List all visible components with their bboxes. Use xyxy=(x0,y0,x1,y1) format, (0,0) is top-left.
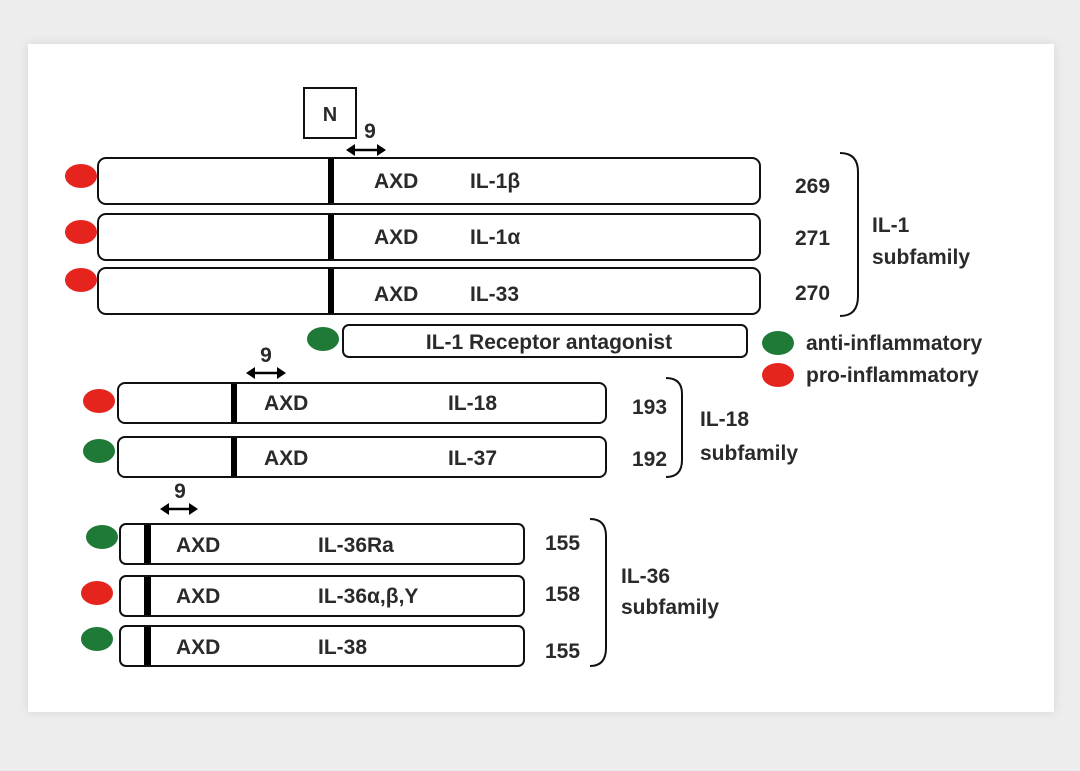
cleavage-marker xyxy=(231,384,237,422)
anti-inflammatory-dot xyxy=(86,525,118,549)
legend: anti-inflammatory pro-inflammatory xyxy=(762,331,983,387)
subfamily-label: IL-1 xyxy=(872,214,910,237)
protein-bar xyxy=(97,267,761,315)
protein-bar xyxy=(117,382,607,424)
protein-row: AXD IL-36Ra 155 xyxy=(86,523,580,565)
axd-label: AXD xyxy=(176,636,220,659)
axd-label: AXD xyxy=(374,226,418,249)
pro-inflammatory-dot xyxy=(83,389,115,413)
axd-label: AXD xyxy=(176,585,220,608)
protein-name: IL-37 xyxy=(448,447,497,470)
protein-name: IL-36Ra xyxy=(318,534,394,557)
legend-anti-label: anti-inflammatory xyxy=(806,332,983,355)
protein-row: AXD IL-37 192 xyxy=(83,436,667,478)
gap-arrow-il36: 9 xyxy=(160,480,198,515)
protein-length: 155 xyxy=(545,640,580,663)
pro-inflammatory-dot xyxy=(65,164,97,188)
protein-name: IL-36α,β,Y xyxy=(318,585,418,608)
pro-inflammatory-dot xyxy=(65,268,97,292)
protein-length: 158 xyxy=(545,583,580,606)
cleavage-marker xyxy=(328,215,334,259)
axd-label: AXD xyxy=(176,534,220,557)
cleavage-marker xyxy=(144,627,151,665)
legend-pro-label: pro-inflammatory xyxy=(806,364,979,387)
protein-name: IL-1α xyxy=(470,226,520,249)
subfamily-label: subfamily xyxy=(872,246,970,269)
cleavage-marker xyxy=(328,159,334,203)
n-terminus-box xyxy=(303,87,357,139)
legend-pro-dot xyxy=(762,363,794,387)
protein-row: AXD IL-33 270 xyxy=(65,267,830,315)
protein-length: 269 xyxy=(795,175,830,198)
protein-name: IL-33 xyxy=(470,283,519,306)
pro-inflammatory-dot xyxy=(65,220,97,244)
protein-bar xyxy=(119,575,525,617)
axd-label: AXD xyxy=(374,283,418,306)
protein-length: 193 xyxy=(632,396,667,419)
anti-inflammatory-dot xyxy=(83,439,115,463)
cleavage-marker xyxy=(231,438,237,476)
receptor-antagonist-row: IL-1 Receptor antagonist xyxy=(307,324,748,358)
legend-anti-dot xyxy=(762,331,794,355)
protein-bar xyxy=(97,157,761,205)
protein-name: IL-1β xyxy=(470,170,520,193)
subfamily-label: IL-18 xyxy=(700,408,749,431)
protein-row: AXD IL-38 155 xyxy=(81,625,580,667)
cleavage-marker xyxy=(144,577,151,615)
protein-row: AXD IL-1β 269 xyxy=(65,157,830,205)
protein-length: 192 xyxy=(632,448,667,471)
protein-row: AXD IL-1α 271 xyxy=(65,213,830,261)
protein-bar xyxy=(97,213,761,261)
gap-arrow-il1: 9 xyxy=(346,120,386,156)
protein-length: 270 xyxy=(795,282,830,305)
il1-subfamily-brace xyxy=(839,152,859,317)
axd-label: AXD xyxy=(264,447,308,470)
protein-bar xyxy=(342,324,748,358)
protein-bar xyxy=(117,436,607,478)
protein-bar xyxy=(119,523,525,565)
axd-label: AXD xyxy=(264,392,308,415)
il18-subfamily-brace xyxy=(665,377,683,478)
il36-subfamily-brace xyxy=(589,518,607,667)
protein-name: IL-18 xyxy=(448,392,497,415)
axd-label: AXD xyxy=(374,170,418,193)
protein-length: 155 xyxy=(545,532,580,555)
n-terminus-label: N xyxy=(323,104,337,126)
protein-row: AXD IL-36α,β,Y 158 xyxy=(81,575,580,617)
subfamily-label: IL-36 xyxy=(621,565,670,588)
protein-bar xyxy=(119,625,525,667)
gap-arrow-il18: 9 xyxy=(246,344,286,379)
cleavage-marker xyxy=(144,525,151,563)
gap-label-il18: 9 xyxy=(260,344,272,367)
protein-name: IL-38 xyxy=(318,636,367,659)
gap-label-il36: 9 xyxy=(174,480,186,503)
anti-inflammatory-dot xyxy=(81,627,113,651)
anti-inflammatory-dot xyxy=(307,327,339,351)
protein-name: IL-1 Receptor antagonist xyxy=(426,331,672,354)
gap-label-il1: 9 xyxy=(364,120,376,143)
cleavage-marker xyxy=(328,269,334,313)
subfamily-label: subfamily xyxy=(621,596,719,619)
pro-inflammatory-dot xyxy=(81,581,113,605)
protein-length: 271 xyxy=(795,227,830,250)
protein-row: AXD IL-18 193 xyxy=(83,382,667,424)
subfamily-label: subfamily xyxy=(700,442,798,465)
